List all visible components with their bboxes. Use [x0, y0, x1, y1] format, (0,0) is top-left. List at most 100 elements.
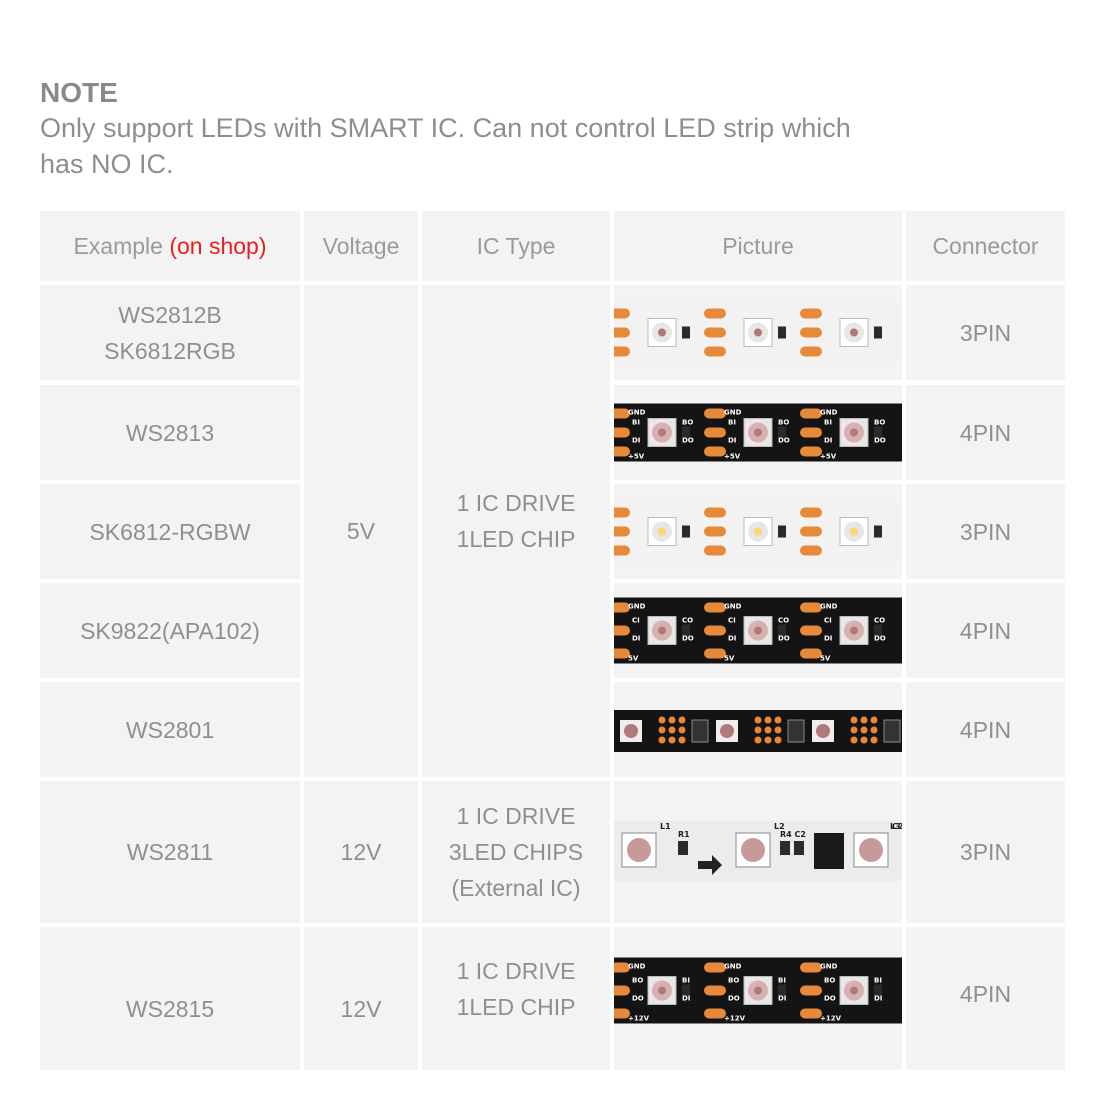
header-picture: Picture [614, 211, 902, 281]
capacitor [682, 326, 690, 339]
row-4-example: SK9822(APA102) [40, 583, 300, 678]
row-7-example: WS2815 [40, 927, 300, 1070]
solder-pad [614, 1008, 630, 1019]
solder-pad [678, 736, 686, 744]
solder-pad [614, 985, 630, 996]
row-1-example: WS2812B SK6812RGB [40, 285, 300, 380]
row-1-connector: 3PIN [906, 285, 1065, 380]
strip-label-out2: DI [778, 995, 786, 1003]
group-3-voltage: 12V [304, 927, 418, 1070]
strip-label-gnd: GND [724, 963, 742, 971]
solder-pad [658, 726, 666, 734]
capacitor [682, 525, 690, 538]
strip-label-in2: DO [632, 995, 644, 1003]
group-2-ic-type: 1 IC DRIVE 3LED CHIPS (External IC) [422, 781, 610, 923]
strip-label-gnd: GND [628, 409, 646, 417]
strip-label: R4 C2 [780, 830, 806, 839]
solder-pad [800, 446, 822, 457]
solder-pad [800, 962, 822, 973]
solder-pad [704, 962, 726, 973]
strip-label-out1: BI [874, 977, 882, 985]
strip-label-in2: DI [632, 437, 640, 445]
strip-label-in1: BO [632, 977, 643, 985]
row-1-picture [614, 285, 902, 380]
row-1-example-line-2: SK6812RGB [104, 337, 236, 364]
solder-pad [614, 526, 630, 537]
solder-pad [800, 427, 822, 438]
solder-pad [754, 716, 762, 724]
header-voltage: Voltage [304, 211, 418, 281]
row-5-example: WS2801 [40, 682, 300, 777]
solder-pad [668, 726, 676, 734]
led-die [658, 626, 666, 635]
group-1-ic-line-1: 1 IC DRIVE [456, 490, 576, 516]
solder-pad [704, 1008, 726, 1019]
solder-pad [800, 526, 822, 537]
solder-pad [774, 716, 782, 724]
strip-label-in1: CI [824, 617, 832, 625]
led-die [658, 527, 666, 536]
solder-pad [754, 736, 762, 744]
capacitor [682, 624, 690, 637]
capacitor [874, 326, 882, 339]
strip-label-out1: CO [874, 617, 885, 625]
row-4-connector: 4PIN [906, 583, 1065, 678]
led-die [754, 328, 762, 337]
row-2-example: WS2813 [40, 385, 300, 480]
led-lens [624, 724, 638, 738]
solder-pad [614, 327, 630, 338]
header-example-highlight: (on shop) [169, 233, 267, 259]
ic-chip [883, 719, 901, 743]
led-die [754, 527, 762, 536]
solder-pad [614, 962, 630, 973]
strip-label-in1: CI [632, 617, 640, 625]
solder-pad [860, 736, 868, 744]
solder-pad [704, 545, 726, 556]
strip-label: R1 [678, 830, 690, 839]
capacitor [794, 841, 804, 855]
solder-pad [800, 408, 822, 419]
led-die [850, 986, 858, 995]
row-3-connector: 3PIN [906, 484, 1065, 579]
strip-label-out1: BO [874, 419, 885, 427]
resistor [780, 841, 790, 855]
solder-pad [850, 716, 858, 724]
solder-pad [774, 726, 782, 734]
group-3-ic-type: 1 IC DRIVE 1LED CHIP [422, 927, 610, 1070]
strip-label-out2: DI [874, 995, 882, 1003]
solder-pad [870, 716, 878, 724]
solder-pad [614, 507, 630, 518]
strip-label-out2: DO [682, 437, 694, 445]
strip-label-out1: BI [682, 977, 690, 985]
led-lens [720, 724, 734, 738]
strip-label-in1: BO [728, 977, 739, 985]
strip-label: L3 [890, 822, 901, 831]
solder-pad [614, 648, 630, 659]
solder-pad [614, 308, 630, 319]
strip-label-in2: DI [824, 635, 832, 643]
led-lens [859, 838, 883, 862]
strip-label-in1: BO [824, 977, 835, 985]
led-die [850, 328, 858, 337]
led-lens [816, 724, 830, 738]
solder-pad [704, 446, 726, 457]
solder-pad [800, 648, 822, 659]
solder-pad [800, 346, 822, 357]
row-6-connector: 3PIN [906, 781, 1065, 923]
strip-label: L1 [660, 822, 671, 831]
strip-label-power: +12V [628, 1015, 650, 1023]
solder-pad [860, 726, 868, 734]
strip-ws2815-image: GNDBODOBIDI+12VGNDBODOBIDI+12VGNDBODOBID… [614, 957, 902, 1024]
solder-pad [800, 1008, 822, 1019]
row-3-example: SK6812-RGBW [40, 484, 300, 579]
solder-pad [850, 736, 858, 744]
row-7-connector: 4PIN [906, 927, 1065, 1070]
solder-pad [614, 602, 630, 613]
solder-pad [704, 526, 726, 537]
note-title: NOTE [40, 77, 118, 108]
strip-label-gnd: GND [724, 409, 742, 417]
capacitor [778, 326, 786, 339]
strip-label-power: 5V [820, 655, 831, 663]
